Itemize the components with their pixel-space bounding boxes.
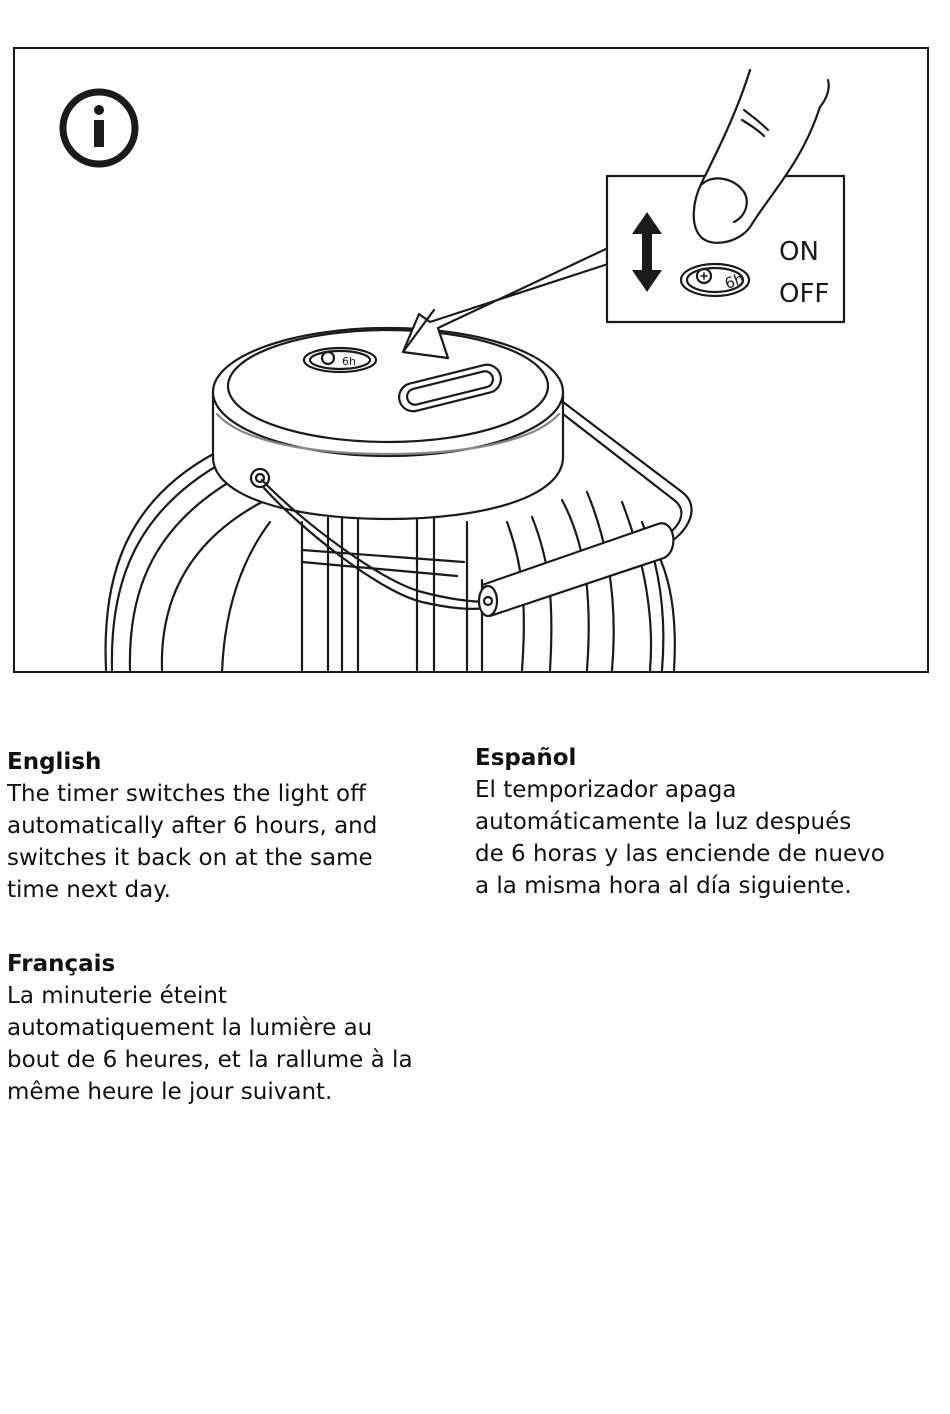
timer-symbol-icon xyxy=(679,262,751,298)
instruction-english: English The timer switches the light off… xyxy=(7,746,457,906)
pointer-arrow-icon xyxy=(401,246,610,360)
lantern-lid: 6h xyxy=(211,326,565,521)
switch-off-label: OFF xyxy=(779,279,829,309)
svg-text:6h: 6h xyxy=(342,355,356,368)
timer-symbol-text: 6h xyxy=(722,269,746,292)
instruction-text-english: The timer switches the light off automat… xyxy=(7,781,378,903)
instruction-text-spanish: El temporizador apaga automáticamente la… xyxy=(475,777,885,899)
double-arrow-icon xyxy=(632,212,662,292)
lantern-handle xyxy=(249,400,693,618)
instruction-french: Français La minuterie éteint automatique… xyxy=(7,948,457,1108)
lantern-illustration: 6h xyxy=(59,68,846,671)
switch-on-label: ON xyxy=(779,237,819,267)
finger-icon xyxy=(692,68,830,244)
language-heading-spanish: Español xyxy=(475,745,577,771)
instruction-spanish: Español El temporizador apaga automática… xyxy=(475,742,925,902)
info-icon xyxy=(59,88,139,168)
lantern-cage xyxy=(104,450,676,671)
language-heading-french: Français xyxy=(7,951,116,977)
illustration-frame: 6h xyxy=(13,47,929,673)
instruction-text-french: La minuterie éteint automatiquement la l… xyxy=(7,983,413,1105)
language-heading-english: English xyxy=(7,749,102,775)
